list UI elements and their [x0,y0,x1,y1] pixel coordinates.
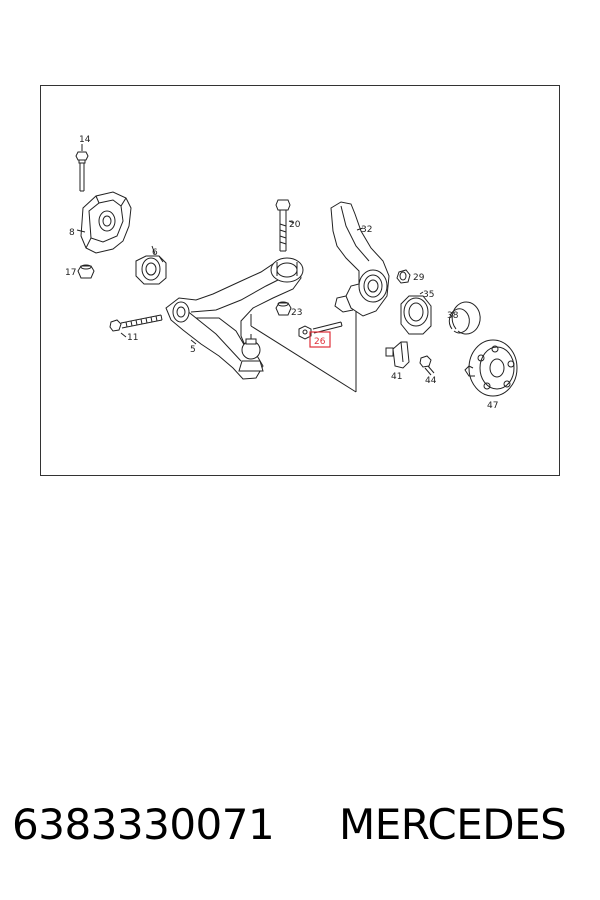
parts-diagram: 14 8 17 6 11 5 20 23 26 32 29 35 38 41 4… [65,135,518,411]
label-29: 29 [413,273,425,283]
bolt-20 [275,199,291,252]
label-26: 26 [314,337,326,347]
nut-29 [396,269,411,284]
control-arm-5 [165,257,304,380]
bolt-11 [109,314,163,332]
steering-knuckle-32 [330,201,390,317]
label-6: 6 [152,248,158,258]
label-8: 8 [69,228,75,238]
part-info-footer: 6383330071 MERCEDES [12,800,592,860]
bolt-44 [419,355,435,376]
bolt-14 [75,151,89,192]
bushing-6 [135,255,167,285]
wheel-hub-47 [464,339,518,397]
brand-name: MERCEDES [339,800,567,849]
label-35: 35 [423,290,434,300]
label-44: 44 [425,376,437,386]
circlip-38 [448,301,481,335]
label-47: 47 [487,401,498,411]
wheel-bearing-35 [400,295,432,335]
label-38: 38 [447,311,459,321]
label-32: 32 [361,225,372,235]
label-11: 11 [127,333,138,343]
ball-joint [238,334,264,372]
label-14: 14 [79,135,91,145]
mount-bracket-8 [80,191,132,254]
label-5: 5 [190,345,196,355]
highlight-box-26 [309,331,331,348]
label-23: 23 [291,308,302,318]
label-17: 17 [65,268,76,278]
label-41: 41 [391,372,402,382]
nut-23 [275,301,292,316]
parts-diagram-frame: 14 8 17 6 11 5 20 23 26 32 29 35 38 41 4… [40,85,560,476]
label-20: 20 [289,220,301,230]
part-number: 6383330071 [12,800,275,849]
nut-17 [77,264,95,279]
bracket-41 [385,341,410,369]
